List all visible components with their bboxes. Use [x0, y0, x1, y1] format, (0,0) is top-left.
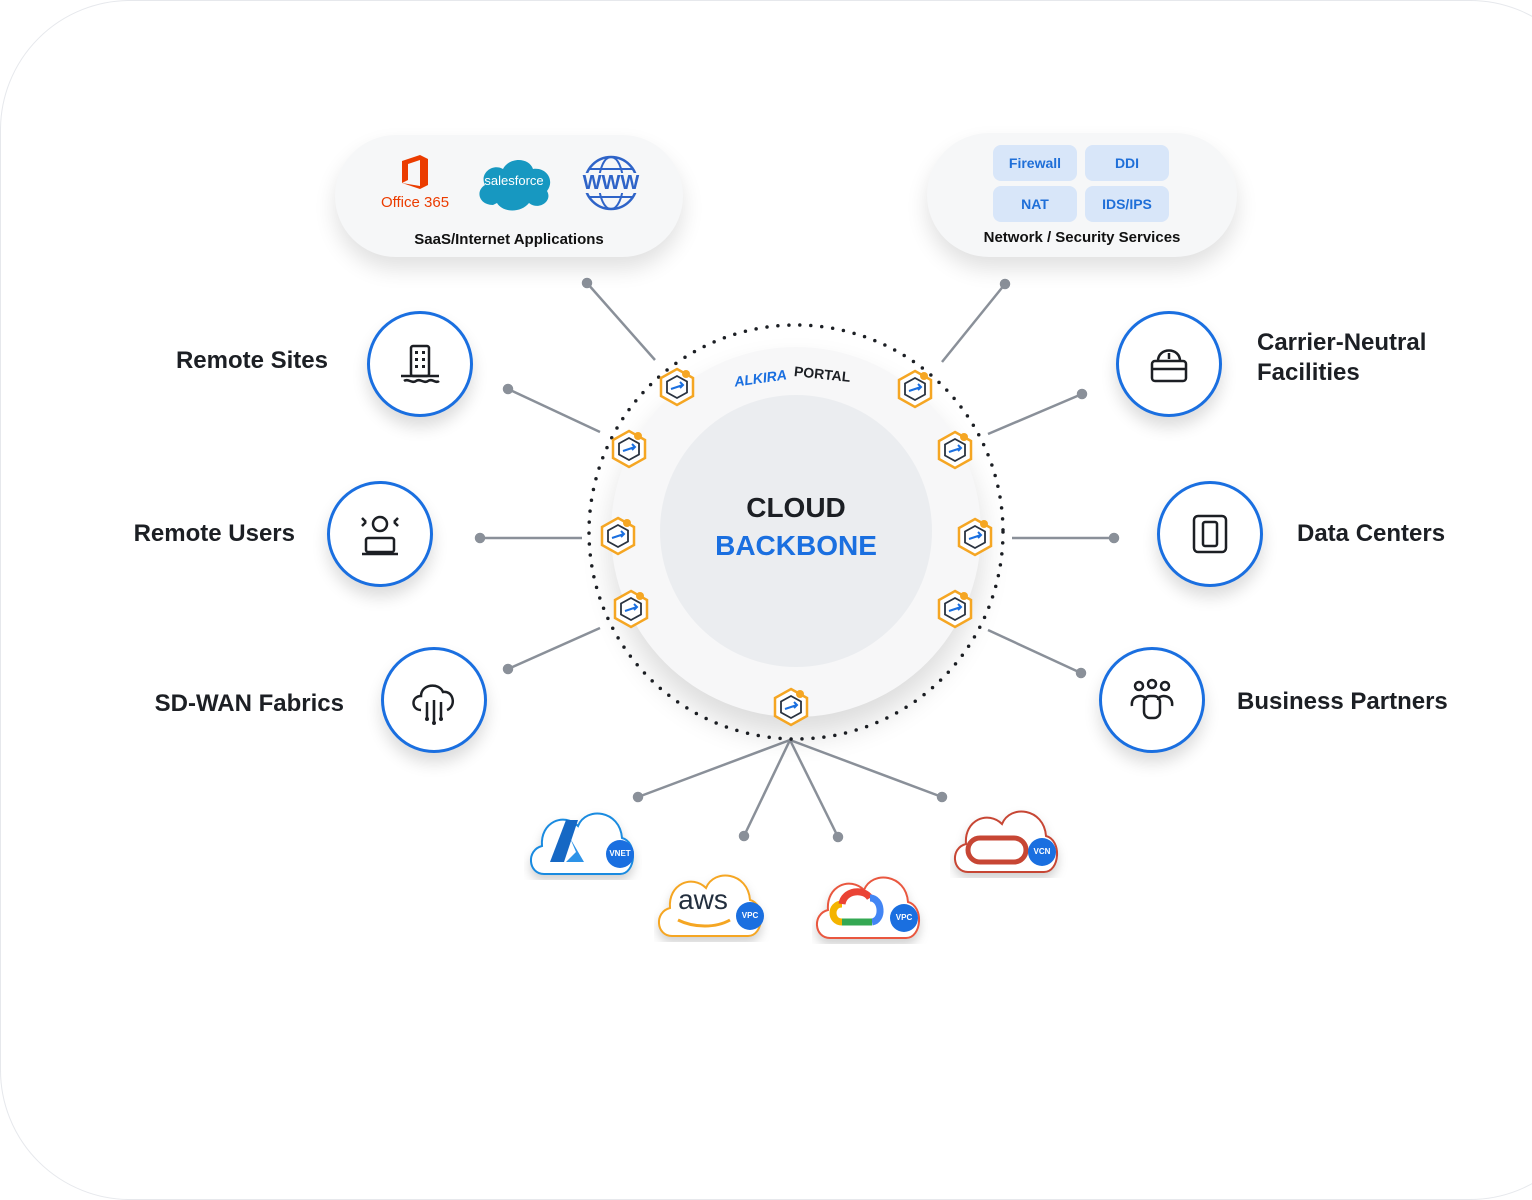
- sdwan-fabrics-node[interactable]: [381, 647, 487, 753]
- gcp-vpc-cloud[interactable]: VPC: [812, 864, 930, 944]
- office-label: Office 365: [380, 194, 450, 211]
- cloud-network-icon: [412, 684, 455, 725]
- remote-user-icon: [361, 515, 399, 556]
- cloud-shape-icon: [530, 812, 635, 875]
- cloud-backbone-center: [660, 395, 932, 667]
- carrier-neutral-label-line1: Carrier-Neutral: [1257, 329, 1427, 356]
- connector-node-icon: [598, 516, 638, 556]
- ddi-chip: DDI: [1085, 145, 1169, 181]
- salesforce-logo: salesforce: [473, 153, 555, 213]
- connector-node-icon: [935, 430, 975, 470]
- alkira-portal-label: ALKIRA PORTAL: [732, 360, 862, 390]
- briefcase-lock-icon: [1150, 349, 1188, 383]
- connector-node-icon: [935, 589, 975, 629]
- data-centers-label: Data Centers: [1297, 520, 1446, 547]
- oracle-vcn-cloud[interactable]: VCN: [950, 798, 1068, 878]
- connector-node-icon: [895, 369, 935, 409]
- sdwan-fabrics-label: SD-WAN Fabrics: [154, 690, 344, 717]
- azure-vnet-cloud[interactable]: VNET: [524, 798, 642, 880]
- aws-badge: VPC: [736, 902, 764, 930]
- aws-vpc-cloud[interactable]: aws VPC: [654, 862, 770, 942]
- business-partners-node[interactable]: [1099, 647, 1205, 753]
- carrier-neutral-label-line2: Facilities: [1257, 359, 1360, 386]
- data-centers-node[interactable]: [1157, 481, 1263, 587]
- google-cloud-icon: [816, 876, 921, 939]
- building-icon: [401, 344, 440, 384]
- remote-sites-node[interactable]: [367, 311, 473, 417]
- business-partners-label: Business Partners: [1237, 688, 1448, 715]
- nat-chip: NAT: [993, 186, 1077, 222]
- partners-group-icon: [1130, 678, 1174, 720]
- office365-logo: Office 365: [375, 153, 455, 211]
- saas-caption: SaaS/Internet Applications: [414, 231, 604, 248]
- remote-users-node[interactable]: [327, 481, 433, 587]
- connector-lines: [474, 277, 1120, 843]
- firewall-chip: Firewall: [993, 145, 1077, 181]
- portal-brand: ALKIRA: [733, 366, 788, 390]
- remote-sites-label: Remote Sites: [175, 347, 328, 374]
- connector-node-icon: [771, 687, 811, 727]
- gcp-badge: VPC: [890, 904, 918, 932]
- ids-ips-chip: IDS/IPS: [1085, 186, 1169, 222]
- office-icon: [402, 155, 428, 189]
- salesforce-cloud-icon: [479, 160, 551, 211]
- core-title-line2: BACKBONE: [715, 530, 877, 561]
- saas-applications-panel: Office 365 salesforce WWW SaaS/Internet …: [335, 135, 683, 257]
- globe-icon: [583, 155, 639, 211]
- core-title-line1: CLOUD: [746, 492, 846, 523]
- carrier-neutral-node[interactable]: [1116, 311, 1222, 417]
- server-rack-icon: [1192, 514, 1228, 554]
- security-services-panel: Firewall DDI NAT IDS/IPS Network / Secur…: [927, 133, 1237, 257]
- azure-badge: VNET: [606, 840, 634, 868]
- oracle-cloud-icon: [954, 810, 1059, 873]
- www-label: WWW: [582, 172, 640, 194]
- aws-label: aws: [678, 884, 728, 915]
- oracle-badge: VCN: [1028, 838, 1056, 866]
- connector-node-icon: [609, 429, 649, 469]
- www-logo: WWW: [581, 153, 641, 213]
- connector-node-icon: [657, 367, 697, 407]
- remote-users-label: Remote Users: [133, 520, 295, 547]
- connector-node-icon: [955, 517, 995, 557]
- connector-node-icon: [611, 589, 651, 629]
- portal-word: PORTAL: [793, 363, 852, 385]
- security-caption: Network / Security Services: [983, 229, 1181, 246]
- salesforce-label: salesforce: [484, 173, 544, 188]
